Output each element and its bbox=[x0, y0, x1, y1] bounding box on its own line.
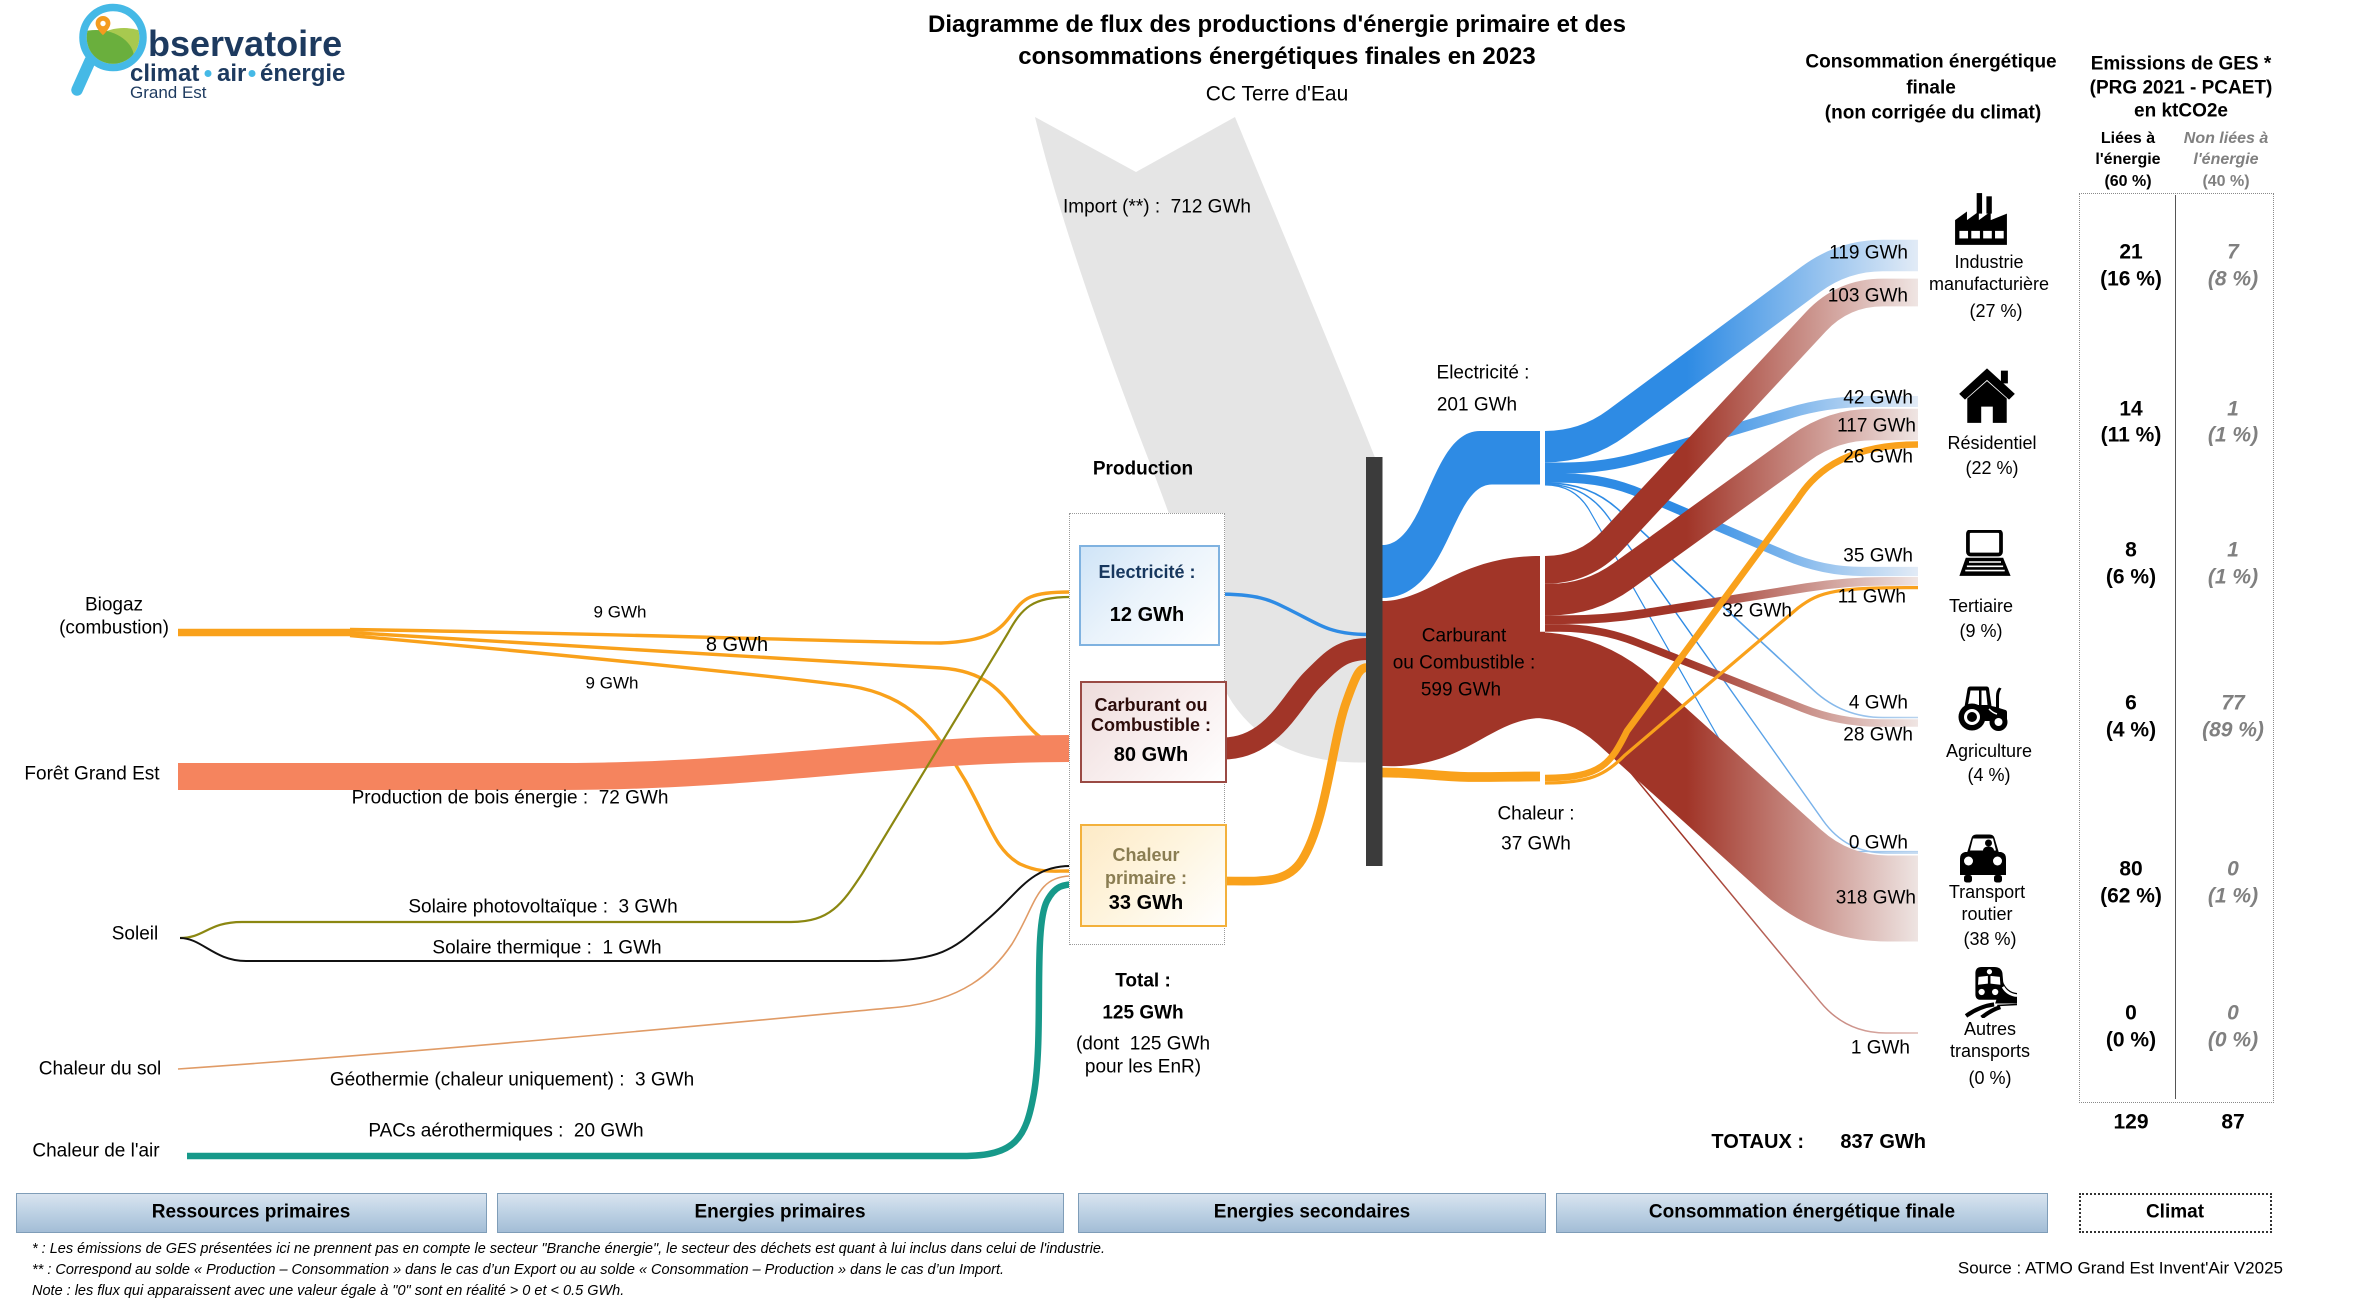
svg-text:climat: climat bbox=[130, 60, 199, 87]
svg-text:énergie: énergie bbox=[260, 60, 345, 87]
svg-text:bservatoire: bservatoire bbox=[148, 23, 342, 64]
svg-text:Grand Est: Grand Est bbox=[130, 83, 207, 102]
svg-text:air: air bbox=[217, 60, 246, 87]
